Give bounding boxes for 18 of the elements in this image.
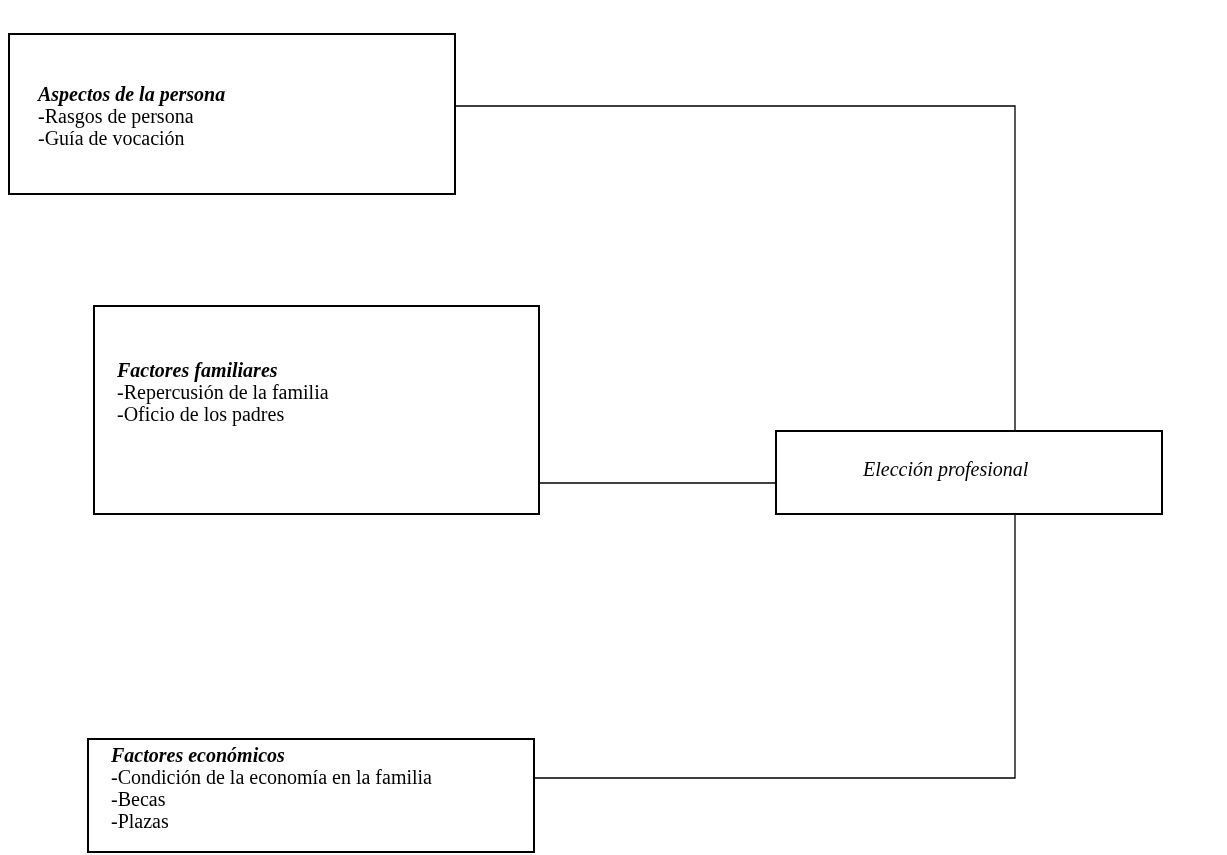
list-item: -Repercusión de la familia bbox=[117, 381, 329, 403]
list-item: -Oficio de los padres bbox=[117, 403, 285, 425]
text-box bbox=[87, 738, 535, 853]
list-item: -Plazas bbox=[111, 810, 169, 832]
text-box bbox=[775, 430, 1163, 515]
box-heading: Elección profesional bbox=[863, 458, 1029, 480]
connector-line bbox=[534, 514, 1016, 779]
box-heading: Factores familiares bbox=[117, 359, 278, 381]
list-item: -Guía de vocación bbox=[38, 127, 185, 149]
list-item: -Condición de la economía en la familia bbox=[111, 766, 432, 788]
list-item: -Becas bbox=[111, 788, 166, 810]
box-heading: Factores económicos bbox=[111, 744, 285, 766]
list-item: -Rasgos de persona bbox=[38, 105, 194, 127]
text-box bbox=[8, 33, 456, 195]
connector-line bbox=[539, 482, 776, 484]
connector-line bbox=[455, 105, 1016, 431]
text-box bbox=[93, 305, 540, 515]
box-heading: Aspectos de la persona bbox=[38, 83, 226, 105]
